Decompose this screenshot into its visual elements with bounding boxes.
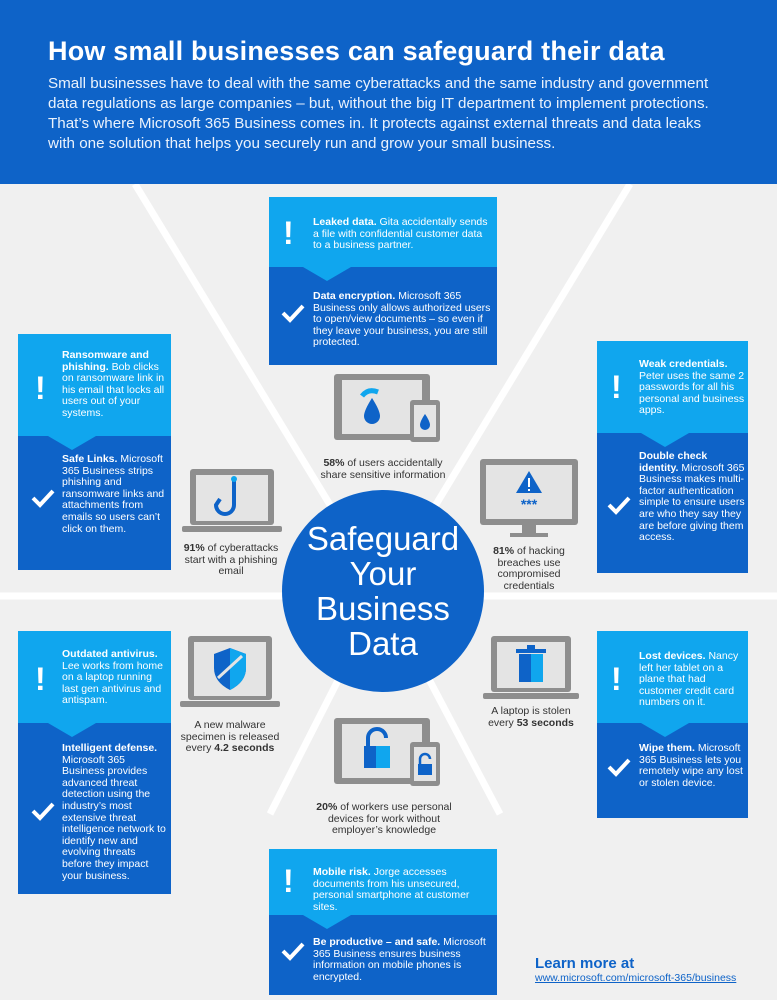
panel-arrow	[641, 433, 689, 447]
card-ransomware: ! Ransomware and phishing. Bob clicks on…	[18, 334, 171, 570]
learn-more-link[interactable]: www.microsoft.com/microsoft-365/business	[535, 972, 737, 984]
checkmark-icon	[281, 304, 305, 323]
open-padlock-icon	[366, 727, 388, 746]
learn-more-heading: Learn more at	[535, 955, 635, 972]
checkmark-icon	[31, 802, 55, 821]
threat-panel: ! Leaked data. Gita accidentally sends a…	[269, 197, 497, 267]
stat-phishing: 91% of cyberattacks start with a phishin…	[183, 542, 279, 578]
solution-panel: Wipe them. Microsoft 365 Business lets y…	[597, 723, 748, 818]
card-mobile-risk: ! Mobile risk. Jorge accesses documents …	[269, 849, 497, 995]
tablet-phone-drop-illustration	[334, 374, 440, 442]
checkmark-icon	[607, 758, 631, 777]
stat-share: 58% of users accidentally share sensitiv…	[320, 457, 446, 481]
exclamation-icon: !	[283, 863, 294, 899]
panel-arrow	[48, 436, 96, 450]
panel-arrow	[641, 723, 689, 737]
center-title-line-4: Data	[348, 625, 418, 662]
solution-panel: Be productive – and safe. Microsoft 365 …	[269, 915, 497, 995]
exclamation-icon: !	[35, 661, 46, 697]
checkmark-icon	[281, 942, 305, 961]
page-title: How small businesses can safeguard their…	[48, 36, 665, 66]
water-drop-icon	[364, 398, 380, 424]
solution-panel: Data encryption. Microsoft 365 Business …	[269, 267, 497, 365]
monitor-warning-illustration: ***	[480, 459, 578, 537]
card-lost-devices: ! Lost devices. Nancy left her tablet on…	[597, 631, 748, 818]
center-title-line-2: Your	[349, 555, 417, 592]
stat-laptop: A laptop is stolen every 53 seconds	[488, 705, 574, 729]
stat-malware: A new malware specimen is released every…	[180, 719, 280, 755]
threat-panel: ! Mobile risk. Jorge accesses documents …	[269, 849, 497, 915]
laptop-shield-illustration	[180, 636, 280, 707]
panel-arrow	[303, 915, 351, 929]
panel-arrow	[48, 723, 96, 737]
solution-panel: Double check identity. Microsoft 365 Bus…	[597, 433, 748, 573]
threat-panel: ! Ransomware and phishing. Bob clicks on…	[18, 334, 171, 436]
stat-personal: 20% of workers use personal devices for …	[316, 801, 452, 837]
exclamation-icon: !	[611, 661, 622, 697]
intro-paragraph: Small businesses have to deal with the s…	[48, 75, 709, 152]
center-title-line-3: Business	[316, 590, 450, 627]
header-banner: How small businesses can safeguard their…	[0, 0, 777, 184]
exclamation-icon: !	[35, 370, 46, 406]
tablet-phone-lock-illustration	[334, 718, 440, 786]
card-leaked-data: ! Leaked data. Gita accidentally sends a…	[269, 197, 497, 365]
threat-panel: ! Lost devices. Nancy left her tablet on…	[597, 631, 748, 723]
laptop-trash-illustration	[483, 636, 579, 699]
panel-arrow	[303, 267, 351, 281]
center-circle: Safeguard Your Business Data	[282, 490, 484, 692]
center-title-line-1: Safeguard	[306, 520, 460, 557]
laptop-hook-illustration	[182, 469, 282, 532]
fish-hook-icon	[213, 479, 236, 516]
stat-hacking: 81% of hacking breaches use compromised …	[493, 545, 565, 592]
svg-text:***: ***	[521, 496, 538, 512]
solution-panel: Intelligent defense. Microsoft 365 Busin…	[18, 723, 171, 894]
card-outdated-antivirus: ! Outdated antivirus. Lee works from hom…	[18, 631, 171, 894]
exclamation-icon: !	[611, 369, 622, 405]
solution-panel: Safe Links. Microsoft 365 Business strip…	[18, 436, 171, 570]
threat-panel: ! Outdated antivirus. Lee works from hom…	[18, 631, 171, 723]
threat-panel: ! Weak credentials. Peter uses the same …	[597, 341, 748, 433]
checkmark-icon	[607, 496, 631, 515]
exclamation-icon: !	[283, 215, 294, 251]
checkmark-icon	[31, 489, 55, 508]
card-weak-credentials: ! Weak credentials. Peter uses the same …	[597, 341, 748, 573]
